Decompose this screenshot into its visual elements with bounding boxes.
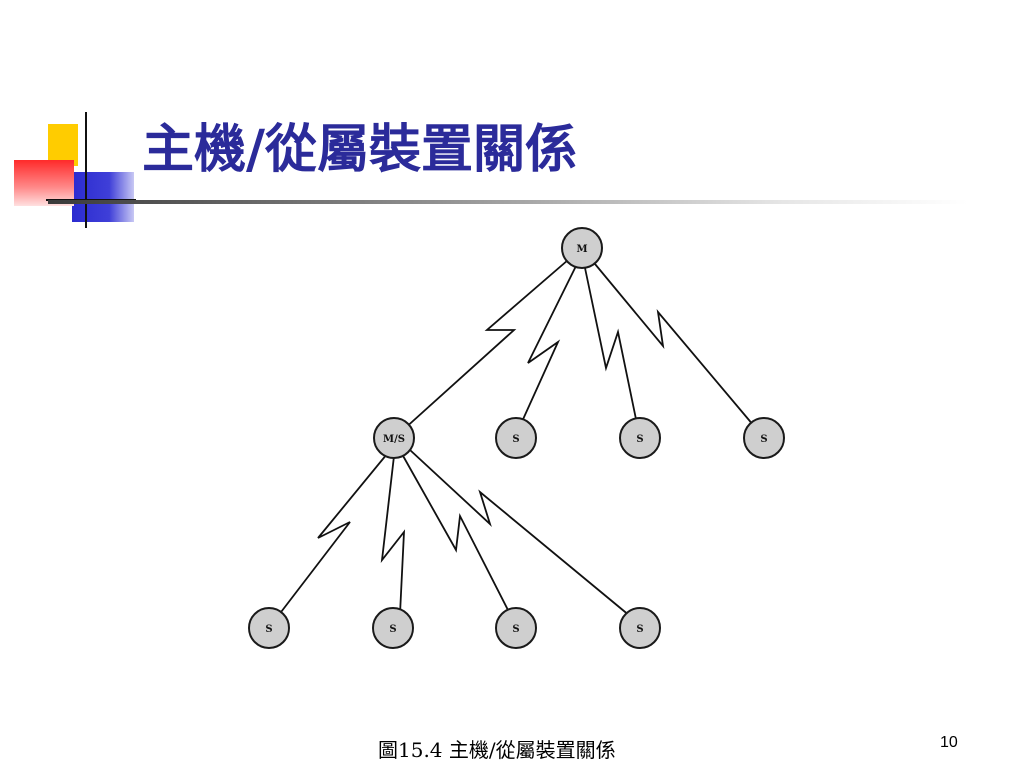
link-ms-s4 <box>277 453 388 617</box>
node-label: S <box>512 624 519 635</box>
figure-caption: 圖15.4 主機/從屬裝置關係 <box>378 738 616 762</box>
page-number: 10 <box>940 734 958 751</box>
node-label: M/S <box>383 434 405 445</box>
node-slave-1: S <box>495 417 537 459</box>
deco-red-square <box>14 160 74 206</box>
node-label: S <box>265 624 272 635</box>
link-ms-s6 <box>401 453 511 615</box>
node-slave-6: S <box>495 607 537 649</box>
node-slave-2: S <box>619 417 661 459</box>
node-label: S <box>389 624 396 635</box>
node-label: M <box>576 244 587 255</box>
node-label: S <box>636 434 643 445</box>
link-ms-s5 <box>380 455 406 615</box>
link-m-ms <box>402 259 569 431</box>
node-label: S <box>512 434 519 445</box>
node-slave-3: S <box>743 417 785 459</box>
link-m-s2 <box>584 267 638 425</box>
deco-yellow-square <box>48 124 78 166</box>
node-slave-7: S <box>619 607 661 649</box>
slide-title: 主機/從屬裝置關係 <box>142 119 577 180</box>
deco-blue-square <box>72 172 134 222</box>
title-underline <box>48 200 968 204</box>
link-ms-s7 <box>409 449 631 617</box>
node-slave-5: S <box>372 607 414 649</box>
node-slave-4: S <box>248 607 290 649</box>
node-master: M <box>561 227 603 269</box>
link-m-s1 <box>519 265 577 427</box>
node-master-slave: M/S <box>373 417 415 459</box>
link-m-s3 <box>594 263 755 427</box>
node-label: S <box>760 434 767 445</box>
node-label: S <box>636 624 643 635</box>
